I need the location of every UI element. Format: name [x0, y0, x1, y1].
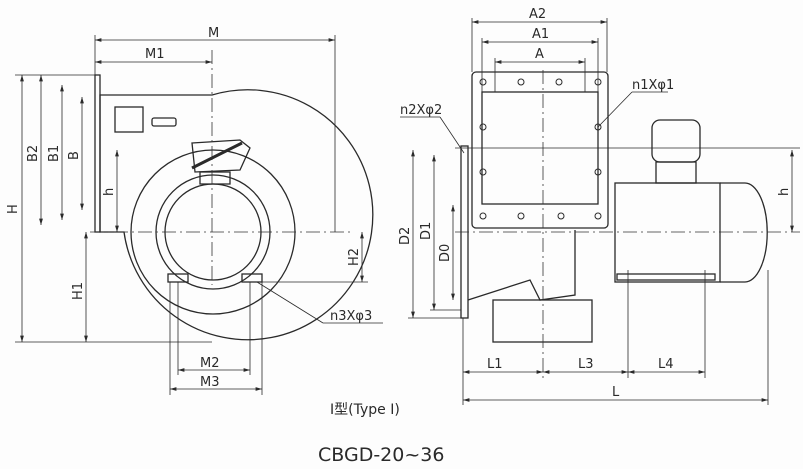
dim-D1: D1 — [419, 222, 434, 240]
dim-L3: L3 — [578, 357, 594, 372]
dim-L: L — [612, 385, 620, 400]
dim-A2: A2 — [529, 7, 546, 22]
dim-H1: H1 — [71, 282, 86, 300]
dim-B: B — [67, 151, 82, 160]
dim-B1: B1 — [47, 145, 62, 162]
dim-h-side: h — [777, 188, 792, 196]
type-label: I型(Type I) — [330, 402, 400, 418]
dim-M3: M3 — [200, 375, 220, 390]
dim-L1: L1 — [487, 357, 503, 372]
model-label: CBGD-20~36 — [318, 444, 444, 466]
dim-D0: D0 — [438, 244, 453, 262]
callout-n1: n1Xφ1 — [632, 78, 674, 93]
dim-B2: B2 — [26, 145, 41, 162]
dim-H2: H2 — [347, 248, 362, 266]
callout-n2: n2Xφ2 — [400, 103, 442, 118]
dim-A: A — [535, 47, 544, 62]
dim-M1: M1 — [145, 47, 165, 62]
dim-L4: L4 — [658, 357, 674, 372]
dim-M2: M2 — [200, 356, 220, 371]
dim-h-front: h — [102, 188, 117, 196]
dim-M: M — [208, 26, 219, 41]
side-view: A2 A1 A D2 D1 D0 h L1 L3 L4 L n1Xφ1 n2Xφ… — [398, 7, 800, 405]
dim-A1: A1 — [532, 27, 549, 42]
dim-H: H — [6, 204, 21, 214]
callout-n3: n3Xφ3 — [330, 309, 372, 324]
front-view: M M1 M2 M3 H B2 B1 B h H1 H2 n3Xφ3 — [6, 26, 383, 395]
dim-D2: D2 — [398, 227, 413, 245]
